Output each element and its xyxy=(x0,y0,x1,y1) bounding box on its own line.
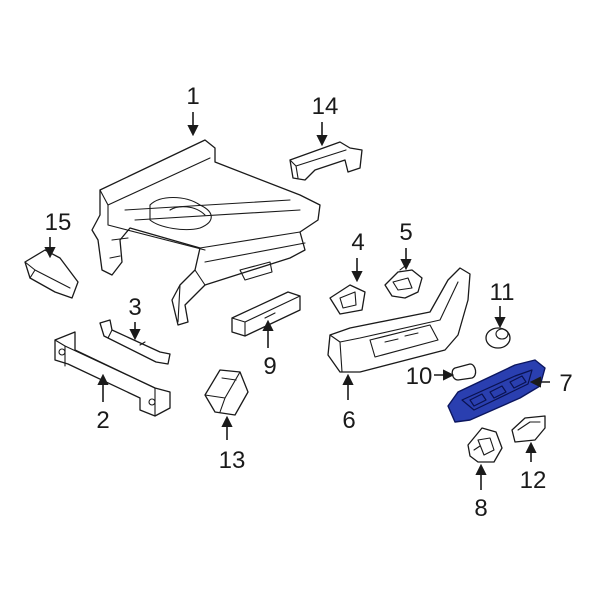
callout-10: 10 xyxy=(406,363,433,390)
callout-4: 4 xyxy=(351,229,364,256)
callout-7: 7 xyxy=(559,370,572,397)
callout-12: 12 xyxy=(520,467,547,494)
leader-lines xyxy=(44,112,550,490)
callout-14: 14 xyxy=(312,93,339,120)
part-4-knob[interactable] xyxy=(329,284,366,315)
part-2-rail[interactable] xyxy=(54,331,171,417)
part-3-bracket[interactable] xyxy=(99,319,171,365)
part-10-cap[interactable] xyxy=(451,363,477,381)
part-7-switch-panel[interactable] xyxy=(447,359,546,423)
callout-3: 3 xyxy=(128,294,141,321)
callout-labels: 1 14 15 3 2 9 13 4 5 6 10 11 7 8 12 xyxy=(45,83,573,522)
callout-6: 6 xyxy=(342,407,355,434)
callout-13: 13 xyxy=(219,447,246,474)
part-14-bracket[interactable] xyxy=(289,141,363,181)
callout-15: 15 xyxy=(45,209,72,236)
part-1-seat-frame[interactable] xyxy=(91,139,321,326)
callout-8: 8 xyxy=(474,495,487,522)
part-9-cover[interactable] xyxy=(231,291,301,337)
callout-2: 2 xyxy=(96,407,109,434)
callout-9: 9 xyxy=(263,353,276,380)
part-8-knob[interactable] xyxy=(467,427,503,463)
callout-11: 11 xyxy=(490,279,515,306)
part-15-cover[interactable] xyxy=(24,249,79,299)
part-11-knob[interactable] xyxy=(485,327,511,349)
callout-5: 5 xyxy=(399,219,412,246)
part-13-cover[interactable] xyxy=(204,369,249,416)
part-5-knob[interactable] xyxy=(384,261,423,299)
part-12-cover[interactable] xyxy=(511,415,546,443)
part-6-side-shield[interactable] xyxy=(327,267,471,373)
callout-1: 1 xyxy=(186,83,199,110)
